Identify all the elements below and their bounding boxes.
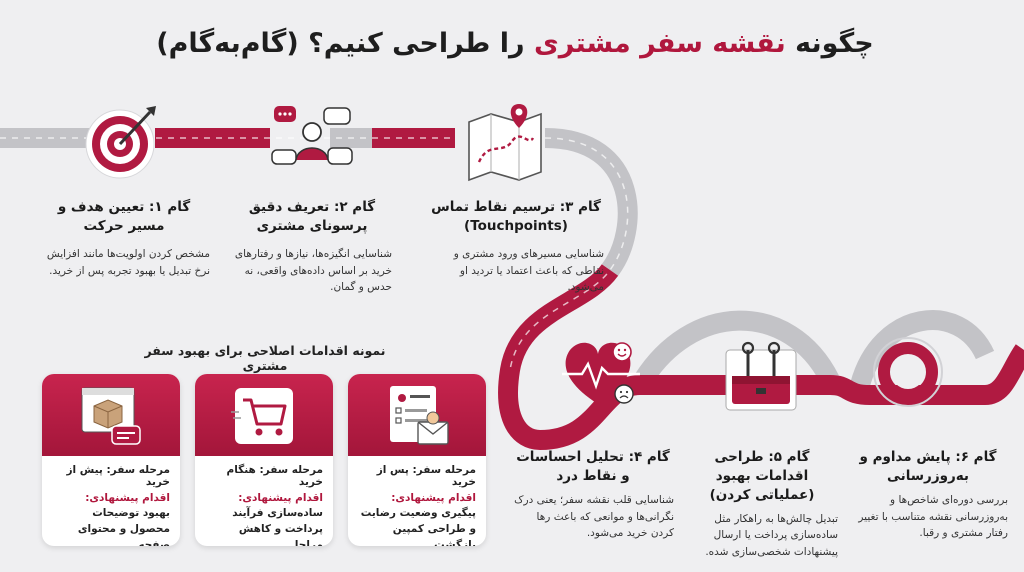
step-2-description: شناسایی انگیزه‌ها، نیازها و رفتارهای خری… [234,247,392,294]
step-2-title: گام ۲: تعریف دقیق پرسونای مشتری [248,199,376,234]
persona-chat-icon [271,106,353,165]
card-stage: مرحله سفر: هنگام خرید [226,464,324,488]
card-suggestion-label: اقدام پیشنهادی: [391,492,476,504]
road-lower-wave-gray [631,310,839,391]
target-arrow-icon [85,106,156,179]
title-part-2: را طراحی کنیم؟ (گام‌به‌گام) [156,28,534,59]
step-6: گام ۶: پایش مداوم و به‌روزرسانی بررسی دو… [848,448,1008,542]
page-title: چگونه نقشه سفر مشتری را طراحی کنیم؟ (گام… [135,28,895,59]
card-action: ساده‌سازی فرآیند پرداخت و کاهش مراحل [232,507,323,546]
card-suggestion-label: اقدام پیشنهادی: [85,492,170,504]
examples-title: نمونه اقدامات اصلاحی برای بهبود سفر مشتر… [144,343,386,373]
step-1-description: مشخص کردن اولویت‌ها مانند افزایش نرخ تبد… [46,247,210,277]
example-card-pre-purchase: مرحله سفر: پیش از خرید اقدام پیشنهادی: ب… [42,374,180,546]
example-card-during-purchase: مرحله سفر: هنگام خرید اقدام پیشنهادی: سا… [195,374,333,546]
step-4-description: شناسایی قلب نقشه سفر؛ یعنی درک نگرانی‌ها… [514,493,674,540]
ring-marker-icon [873,337,943,407]
step-4: گام ۴: تحلیل احساسات و نقاط درد شناسایی … [512,448,674,542]
map-route-icon [468,104,542,182]
heart-emotion-icon [562,342,640,404]
product-page-icon [81,387,141,445]
step-1: گام ۱: تعیین هدف و مسیر حرکت مشخص کردن ا… [40,198,210,279]
step-3-description: شناسایی مسیرهای ورود مشتری و نقاطی که با… [453,247,604,294]
step-5: گام ۵: طراحی اقدامات بهبود (عملیاتی کردن… [686,448,838,561]
example-card-post-purchase: مرحله سفر: پس از خرید اقدام پیشنهادی: پی… [348,374,486,546]
step-4-title: گام ۴: تحلیل احساسات و نقاط درد [516,449,670,484]
card-action: پیگیری وضعیت رضایت و طراحی کمپین بازگشت [360,507,476,546]
card-action: بهبود توضیحات محصول و محتوای صفحه [77,507,170,546]
step-3-title: گام ۳: ترسیم نقاط تماس (Touchpoints) [431,199,601,234]
toolbox-icon [725,341,797,411]
road-lower-wave-gray-2 [850,310,995,388]
card-stage: مرحله سفر: پیش از خرید [66,464,170,488]
step-2: گام ۲: تعریف دقیق پرسونای مشتری شناسایی … [232,198,392,296]
step-5-description: تبدیل چالش‌ها به راهکار مثل ساده‌سازی پر… [705,512,838,559]
card-header [195,374,333,456]
step-6-description: بررسی دوره‌ای شاخص‌ها و به‌روزرسانی نقشه… [858,493,1008,540]
shopping-cart-icon [231,388,293,444]
card-suggestion-label: اقدام پیشنهادی: [238,492,323,504]
card-header [348,374,486,456]
feedback-form-icon [390,386,449,445]
step-6-title: گام ۶: پایش مداوم و به‌روزرسانی [859,449,997,484]
title-accent: نقشه سفر مشتری [533,28,786,59]
card-stage: مرحله سفر: پس از خرید [376,464,476,488]
step-3: گام ۳: ترسیم نقاط تماس (Touchpoints) شنا… [428,198,604,296]
title-part-1: چگونه [785,28,874,59]
card-header [42,374,180,456]
road-lower-red-base [539,344,1024,450]
step-5-title: گام ۵: طراحی اقدامات بهبود (عملیاتی کردن… [709,449,815,503]
step-1-title: گام ۱: تعیین هدف و مسیر حرکت [57,199,191,234]
